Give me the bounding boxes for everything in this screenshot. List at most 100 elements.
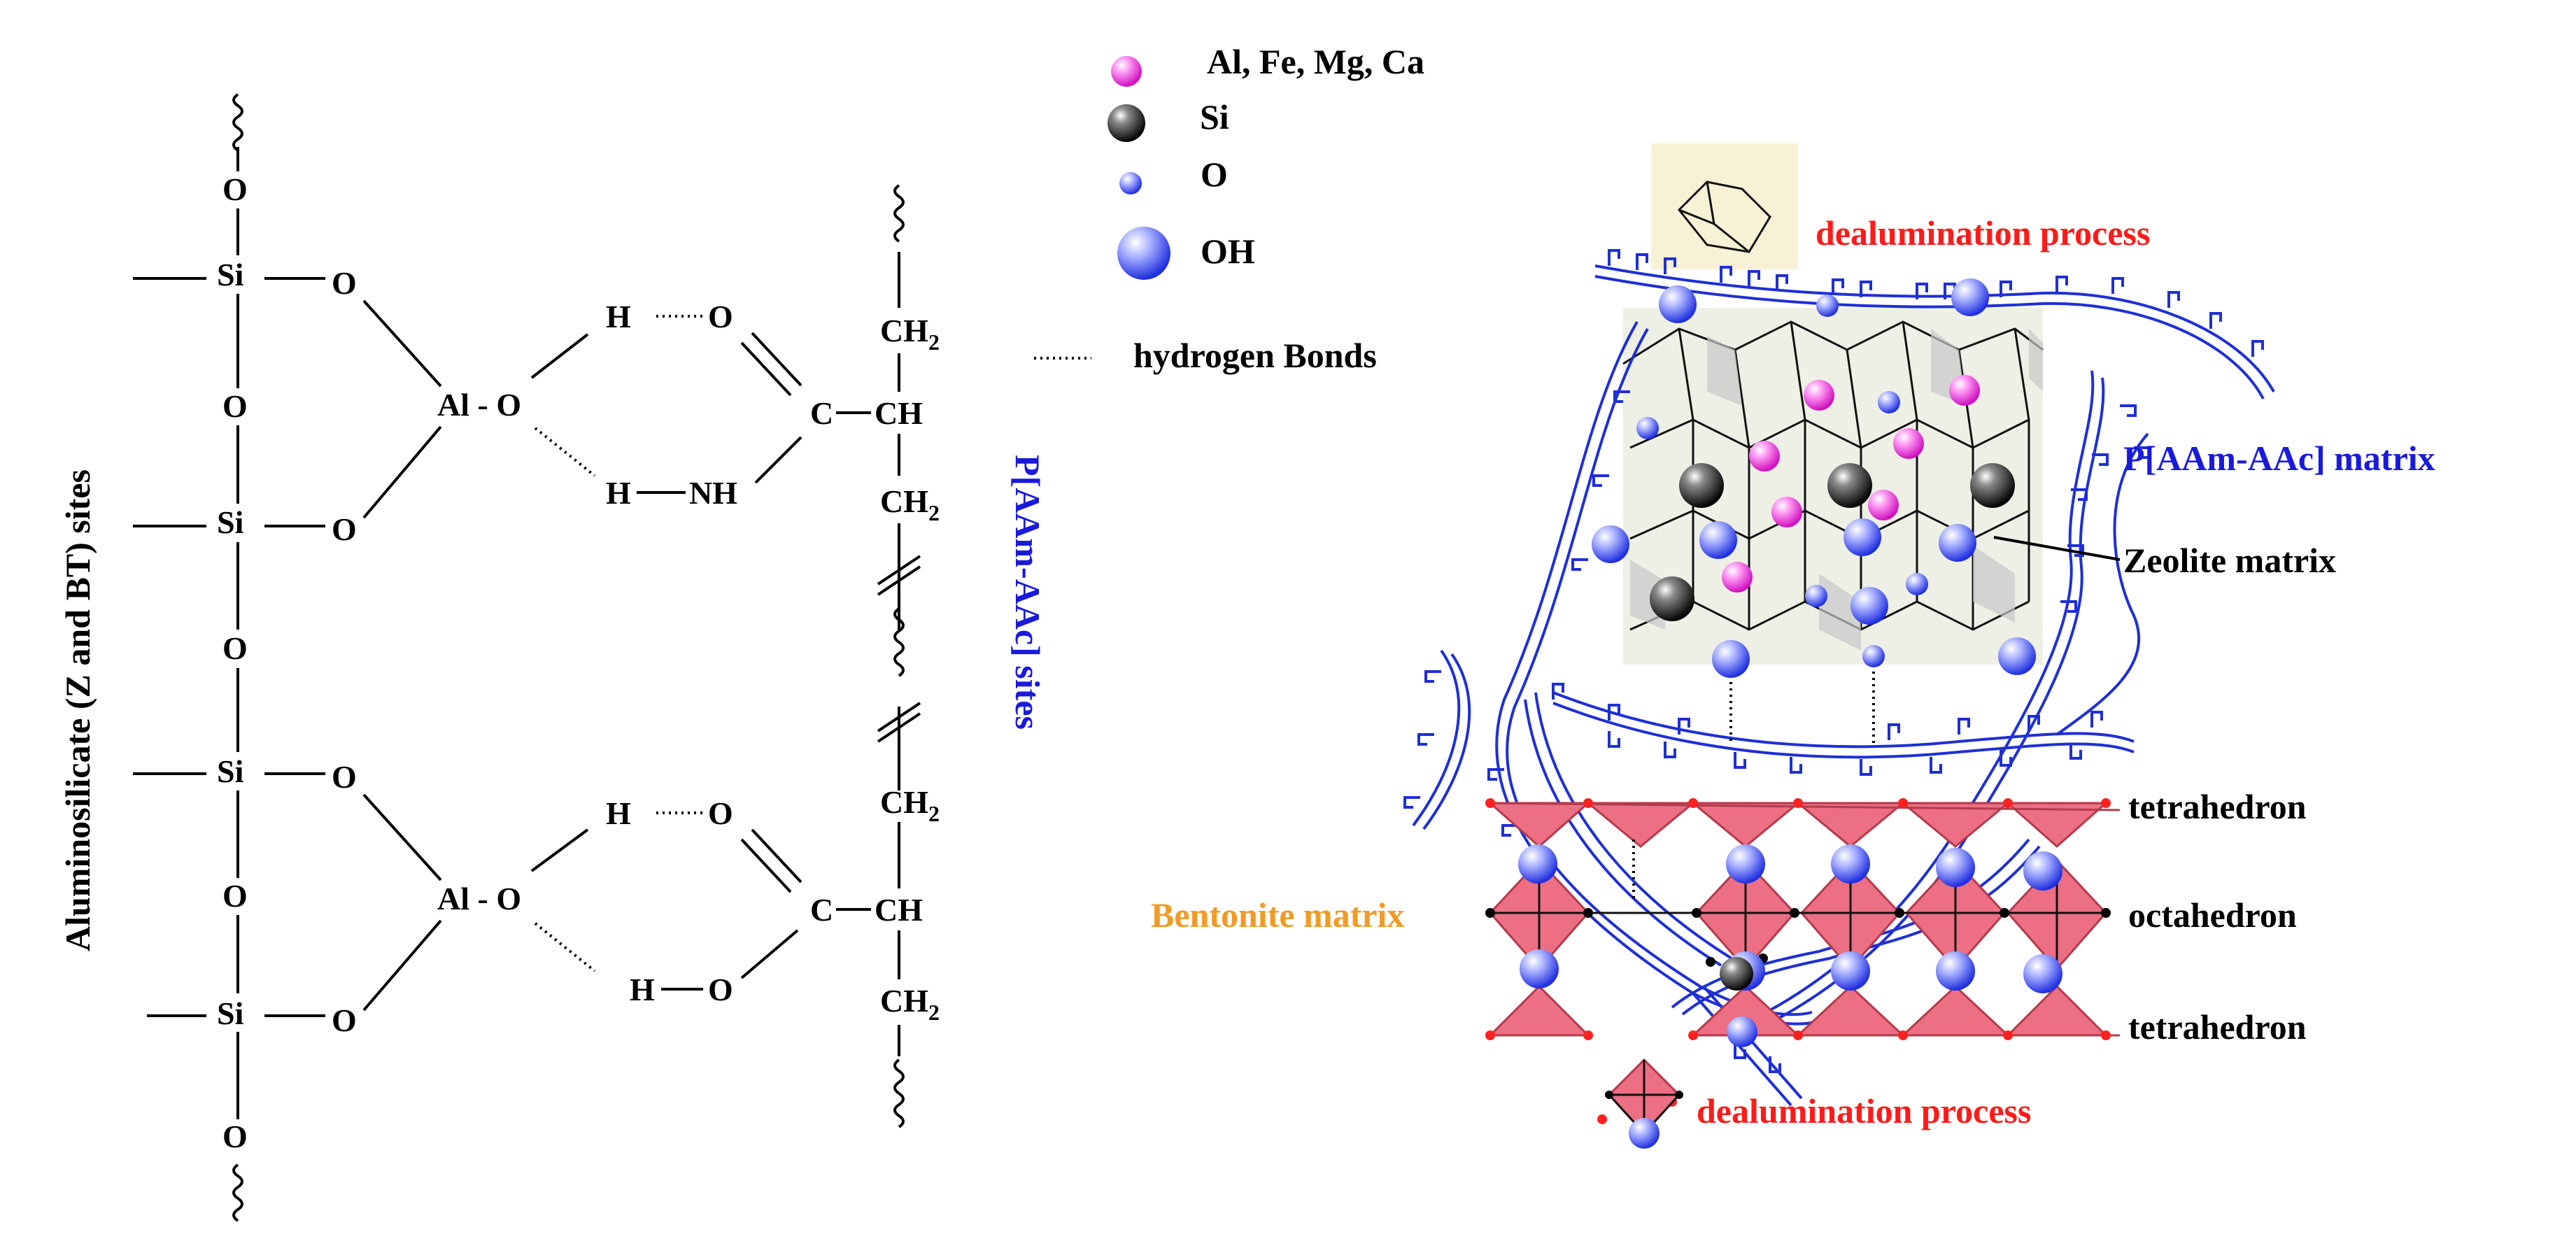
c-o-double-bond <box>740 332 802 397</box>
metal-sphere <box>1749 441 1780 471</box>
o-sphere <box>1805 585 1827 607</box>
atom-ch2: CH2 <box>880 784 940 826</box>
wavy-bond-top <box>232 93 243 152</box>
al-bonds <box>362 299 442 1012</box>
metal-sphere <box>1722 562 1753 593</box>
polymer-matrix-label: P[AAm-AAc] matrix <box>2123 439 2435 478</box>
atom-c: C <box>810 395 833 431</box>
atom-ch: CH <box>875 395 923 431</box>
tetrahedron <box>1795 802 1906 848</box>
c-o-double-bond <box>740 828 802 893</box>
zeolite-hatched-cells <box>1630 329 2043 651</box>
chain-break <box>877 702 921 790</box>
bentonite-matrix-label: Bentonite matrix <box>1151 895 1404 935</box>
atom-o: O <box>222 1119 248 1154</box>
si-sphere <box>1679 463 1724 508</box>
oh-sphere <box>1659 285 1697 323</box>
aluminosilicate-sites-label: Aluminosilicate (Z and BT) sites <box>58 469 97 951</box>
atom-si: Si <box>217 995 244 1031</box>
bentonite-layers <box>1485 798 2121 1149</box>
crystal-cage-icon <box>1677 180 1771 253</box>
wavy-bond <box>893 1058 905 1128</box>
legend: Al, Fe, Mg, Ca Si O OH hydrogen Bonds <box>1034 42 1424 375</box>
tetrahedron <box>2005 984 2109 1037</box>
tetrahedron <box>1900 984 2011 1037</box>
polymer-side-groups <box>1403 249 2264 1073</box>
al-o-group: Al - O <box>437 881 521 916</box>
atom-ch: CH <box>875 892 923 928</box>
metal-sphere <box>1771 497 1802 527</box>
wavy-bond <box>893 607 905 677</box>
oh-sphere <box>1998 637 2036 675</box>
octahedron-vertices <box>1485 908 2111 967</box>
zeolite-pointer-line <box>1993 536 2121 561</box>
legend-si: Si <box>1200 97 1229 136</box>
atom-nh: NH <box>689 475 737 511</box>
atom-ch2: CH2 <box>880 483 940 525</box>
tetrahedron-top-edge <box>1489 802 2121 811</box>
atom-h: H <box>606 795 631 831</box>
o-sphere <box>1878 391 1900 413</box>
side-bonds <box>133 277 325 1017</box>
tetrahedron <box>1690 802 1802 848</box>
atom-o: O <box>222 630 248 666</box>
atom-h: H <box>630 972 655 1007</box>
oh-sphere <box>1592 525 1629 563</box>
legend-hydrogen-bonds: hydrogen Bonds <box>1133 336 1377 375</box>
hydrogen-bond-dash <box>534 427 596 477</box>
dealumination-label-bottom: dealumination process <box>1697 1091 2031 1130</box>
atom-h: H <box>606 475 631 511</box>
tetrahedron <box>1899 802 2011 848</box>
tetrahedron <box>1585 802 1697 848</box>
atom-o: O <box>332 265 357 301</box>
oh-sphere <box>1699 521 1737 559</box>
si-sphere <box>1650 576 1694 621</box>
aluminosilicate-structure: Aluminosilicate (Z and BT) sites O Si O … <box>58 93 1047 1222</box>
atom-ch2: CH2 <box>880 313 940 355</box>
atom-h: H <box>606 299 631 334</box>
crystal-thumbnail <box>1651 143 1798 269</box>
legend-oh: OH <box>1201 232 1255 271</box>
atom-o: O <box>332 511 357 547</box>
tetrahedron <box>1487 984 1591 1037</box>
oh-sphere <box>1850 587 1888 625</box>
vertex <box>1605 1091 1613 1099</box>
si-sphere <box>1970 463 2015 508</box>
metal-sphere <box>1893 428 1924 459</box>
atom-o: O <box>332 1002 357 1038</box>
atom-o: O <box>708 795 733 831</box>
atom-c: C <box>810 892 833 928</box>
si-sphere-icon <box>1107 104 1145 142</box>
vertex <box>1675 1091 1683 1099</box>
atom-o: O <box>708 299 733 334</box>
metal-sphere <box>1804 380 1834 411</box>
oh-sphere-icon <box>1117 227 1170 280</box>
atom-o: O <box>222 171 248 207</box>
si-sphere <box>1827 463 1872 508</box>
atom-si: Si <box>217 504 244 540</box>
composite-diagram: dealumination process <box>1151 143 2435 1149</box>
oh-sphere <box>1712 640 1750 678</box>
oh-sphere <box>1939 524 1976 562</box>
atom-o: O <box>222 388 248 424</box>
metal-sphere-icon <box>1111 56 1142 87</box>
tetrahedron <box>2005 802 2109 849</box>
oh-sphere <box>1843 518 1881 556</box>
tetrahedron-vertices <box>1485 798 2111 1124</box>
o-sphere <box>1906 573 1928 595</box>
c-n-bond <box>754 436 802 484</box>
legend-o: O <box>1201 155 1228 194</box>
hydrogen-bond-dash <box>534 922 596 972</box>
hydrogen-bond-dash <box>1729 672 1875 745</box>
zeolite-matrix-label: Zeolite matrix <box>2123 541 2336 580</box>
tetrahedron-label-top: tetrahedron <box>2128 787 2307 826</box>
o-h-bond <box>530 333 589 379</box>
si-sphere <box>1720 957 1753 991</box>
zeolite-atoms <box>1592 278 2036 678</box>
c-o-bond <box>740 929 799 979</box>
o-sphere <box>1862 645 1885 667</box>
dealumination-label-top: dealumination process <box>1816 213 2150 253</box>
chain-break <box>877 555 921 630</box>
o-h-bond <box>530 828 589 872</box>
